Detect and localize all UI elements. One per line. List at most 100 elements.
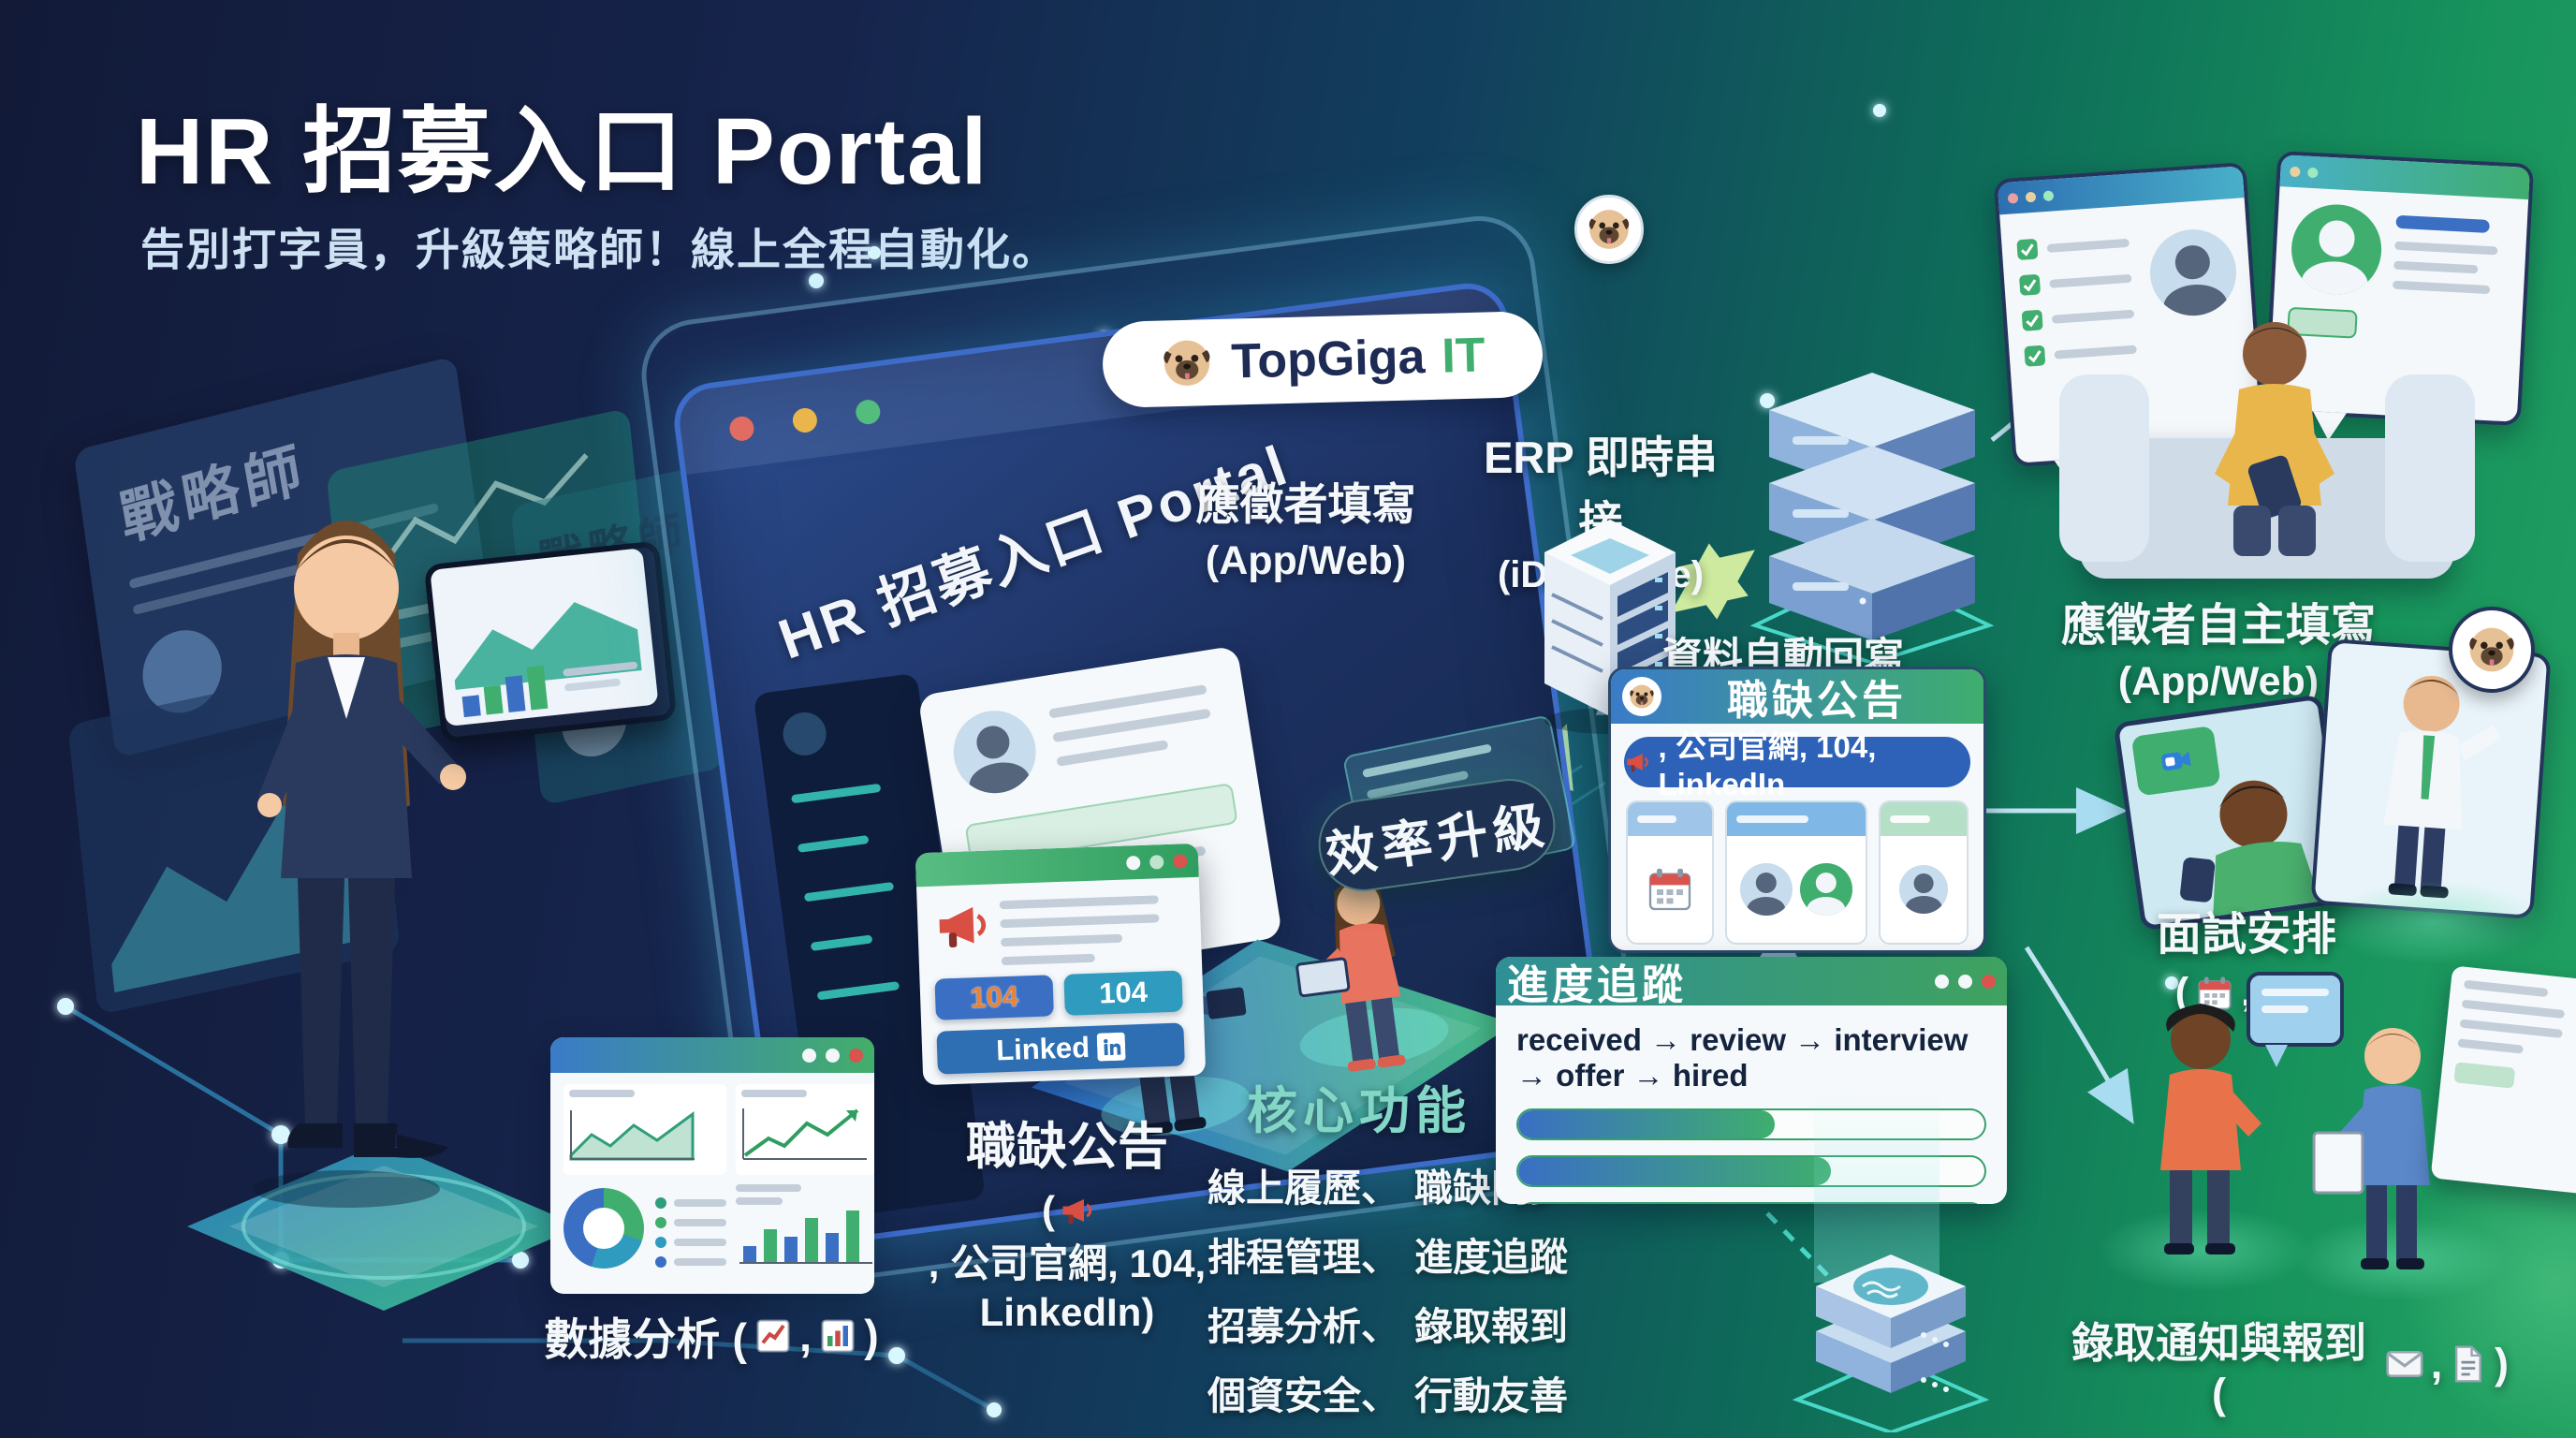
floor-glow (2321, 880, 2546, 964)
applicant-bubble-avatar (2146, 227, 2240, 319)
megaphone-icon (931, 898, 988, 954)
core-feature-row: 招募分析、錄取報到 (1200, 1295, 1568, 1351)
applicant-on-sofa-illustration (2215, 322, 2334, 556)
sidebar-avatar (780, 710, 829, 758)
candidates-card (1724, 800, 1868, 945)
interviewer-screen (2310, 638, 2552, 919)
progress-bar (1516, 1108, 1986, 1140)
button-104-text: 104 (1098, 975, 1149, 1010)
offer-sep: , (2430, 1339, 2443, 1387)
job-board-104-button[interactable]: 104 (1063, 970, 1183, 1016)
database-node-illustration (1792, 1255, 1990, 1432)
pug-face-icon (1586, 206, 1632, 253)
maximize-dot-icon (854, 398, 882, 426)
interview-open: ( (2174, 970, 2189, 1015)
progress-dots (1935, 974, 1996, 989)
sidebar-item[interactable] (797, 834, 870, 853)
megaphone-pill-icon (1624, 748, 1648, 776)
applicant-fill-label: 應徵者填寫 (App/Web) (1151, 468, 1460, 584)
brand-name: TopGiga (1230, 330, 1427, 389)
job-card-dots (1125, 853, 1188, 870)
progress-bars (1516, 1108, 1986, 1204)
announce-panel: 職缺公告 , 公司官網, 104, LinkedIn (1608, 667, 1986, 953)
applicant-avatar (947, 704, 1042, 800)
tablet-illustration (423, 540, 678, 744)
applicant-bubble-avatar (2289, 201, 2384, 297)
progress-title: 進度追蹤 (1507, 962, 1687, 1008)
line-chart-svg (742, 1108, 867, 1160)
new-hire-illustration (2160, 1004, 2261, 1255)
sidebar-item[interactable] (791, 783, 882, 804)
tablet-chart (430, 548, 659, 727)
calendar-small-icon (2194, 973, 2235, 1014)
interview-sep: , (2241, 970, 2252, 1016)
hr-with-document-illustration (2312, 1028, 2430, 1269)
interview-title: 面試安排 (2156, 910, 2336, 960)
self-fill-title: 應徵者自主填寫 (2060, 601, 2376, 651)
erp-stack-illustration (1749, 373, 1995, 663)
offer-document-card (2430, 965, 2576, 1196)
job-post-caption: 職缺公告 ( , 公司官網, 104, LinkedIn) (889, 1105, 1245, 1338)
analytics-caption-sep: , (799, 1311, 812, 1360)
area-chart-thumb (564, 1084, 726, 1175)
interviewee-illustration (2180, 780, 2321, 917)
analytics-caption: 數據分析 ( , ) (505, 1303, 917, 1368)
page-subtitle: 告別打字員，升級策略師！線上全程自動化。 (140, 225, 1058, 274)
self-fill-sub: (App/Web) (2117, 659, 2320, 704)
calendar-card (1626, 800, 1714, 945)
data-beam (1814, 1086, 1939, 1283)
chat-bubble (2247, 972, 2344, 1067)
job-board-104-logo-button[interactable]: 104 (934, 975, 1054, 1020)
announce-channels-pill: , 公司官網, 104, LinkedIn (1624, 729, 1970, 801)
pug-bubble-icon (2466, 624, 2518, 676)
close-dot-icon (727, 415, 756, 443)
job-post-card: 104 104 Linked (915, 843, 1207, 1086)
video-chat-bubble (2130, 725, 2221, 797)
analytics-dots (802, 1048, 863, 1063)
bar-chart-svg (739, 1211, 872, 1264)
pipeline-stages: received → review → interview → offer → … (1516, 1022, 1969, 1093)
linkedin-in-icon (1096, 1032, 1126, 1062)
page-title: HR 招募入口 Portal (136, 99, 989, 204)
document-icon (2448, 1343, 2489, 1385)
line-chart-thumb (736, 1084, 874, 1175)
area-chart-svg (569, 1110, 695, 1161)
candidate-card (1879, 800, 1969, 945)
offer-close: ) (2495, 1339, 2509, 1387)
caption-channels: , 公司官網, 104, LinkedIn) (928, 1240, 1207, 1335)
video-camera-icon (2157, 741, 2195, 780)
hr-strategist-illustration (253, 521, 466, 1208)
bar-chart-icon (817, 1315, 858, 1357)
announce-title: 職缺公告 (1727, 678, 1907, 724)
pug-logo-icon (1160, 335, 1215, 390)
core-features-block: 核心功能 線上履歷、職缺同步排程管理、進度追蹤招募分析、錄取報到個資安全、行動友… (1200, 1069, 1568, 1420)
interviewer-illustration (2383, 675, 2501, 899)
bar-chart-thumb (736, 1184, 874, 1271)
analytics-caption-suffix: ) (864, 1311, 879, 1360)
line-chart-icon (753, 1315, 794, 1357)
announce-channels-text: , 公司官網, 104, LinkedIn (1658, 729, 1877, 801)
linkedin-button[interactable]: Linked (936, 1022, 1185, 1075)
progress-panel: 進度追蹤 received → review → interview → off… (1496, 957, 2007, 1204)
sofa-armrest (2385, 374, 2475, 562)
sidebar-item[interactable] (810, 934, 873, 951)
analytics-card (550, 1037, 874, 1294)
floor-glow (2097, 1208, 2312, 1292)
sidebar-item[interactable] (803, 881, 895, 902)
candidate-avatar (1800, 863, 1853, 916)
progress-bar (1516, 1155, 1986, 1187)
check-icon (2022, 343, 2048, 369)
donut-chart-thumb (564, 1184, 726, 1271)
check-icon (2019, 307, 2045, 333)
analytics-caption-prefix: 數據分析 ( (544, 1314, 747, 1364)
core-features-rows: 線上履歷、職缺同步排程管理、進度追蹤招募分析、錄取報到個資安全、行動友善 (1200, 1156, 1568, 1420)
minimize-dot-icon (791, 406, 819, 434)
brand-banner: TopGiga IT (1101, 310, 1544, 409)
video-call-screen (2113, 694, 2350, 932)
sidebar-item[interactable] (816, 981, 900, 1001)
core-features-title: 核心功能 (1247, 1083, 1471, 1139)
candidate-avatar (1740, 863, 1793, 916)
core-feature-row: 排程管理、進度追蹤 (1200, 1225, 1568, 1282)
announce-pug-avatar (1622, 677, 1661, 716)
